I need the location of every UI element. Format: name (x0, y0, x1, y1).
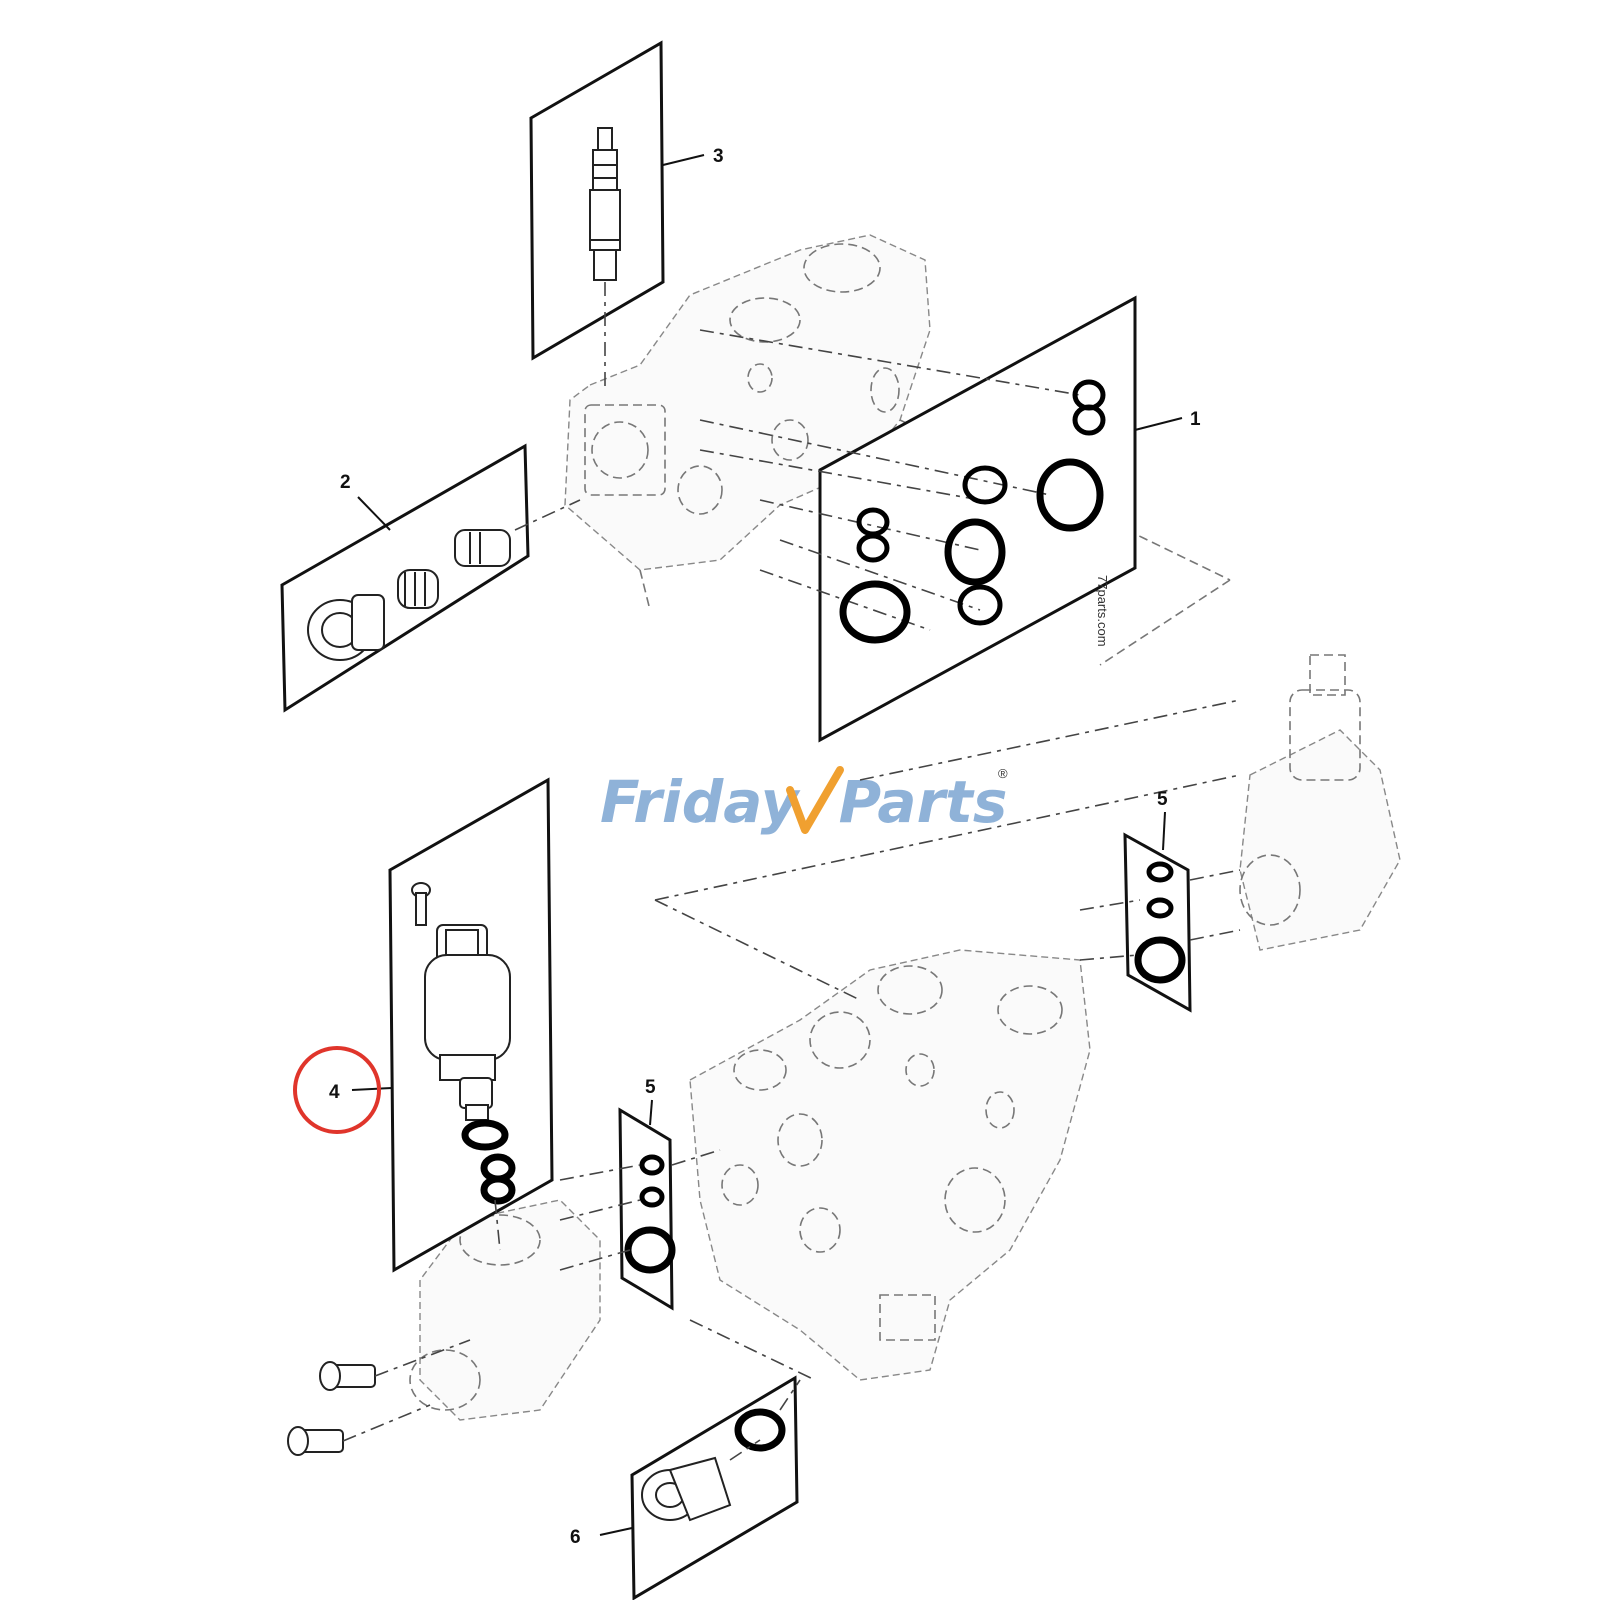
screw-icon (411, 882, 431, 926)
fridayparts-logo: Friday Parts ® (600, 766, 1008, 836)
callout-5-lower: 5 (645, 1077, 656, 1098)
part-6-plug-group (599, 1319, 816, 1600)
callout-1: 1 (1190, 409, 1201, 430)
o-ring-icon (944, 518, 1006, 586)
o-ring-icon (1134, 936, 1186, 984)
o-ring-icon (962, 465, 1008, 505)
o-ring-icon (639, 1154, 665, 1176)
callout-5-upper: 5 (1157, 789, 1168, 810)
logo-check-mark (786, 766, 844, 834)
lower-valve-body (409, 654, 1401, 1421)
bolt-icon (319, 1339, 471, 1391)
logo-word-friday: Friday (600, 768, 801, 836)
part-5-lower-seal-group (559, 1099, 721, 1311)
bolt-icon (287, 1404, 431, 1456)
o-ring-icon (1146, 897, 1174, 919)
logo-registered: ® (998, 766, 1008, 781)
solenoid-icon (424, 924, 511, 1121)
o-ring-icon (1146, 861, 1174, 883)
o-ring-icon (734, 1408, 786, 1452)
upper-valve-body (564, 234, 1231, 666)
cartridge-valve-icon (589, 127, 621, 281)
o-ring-icon (1072, 404, 1106, 436)
o-ring-icon (1036, 458, 1104, 532)
callout-3: 3 (713, 146, 724, 167)
callout-6: 6 (570, 1527, 581, 1548)
o-ring-icon (639, 1186, 665, 1208)
highlight-circle (293, 1046, 381, 1134)
o-ring-icon (856, 533, 890, 563)
o-ring-icon (461, 1119, 509, 1151)
part-4-solenoid-group (293, 777, 554, 1273)
watermark-text: 77parts.com (1095, 575, 1110, 647)
plug-cap-icon (641, 1456, 732, 1522)
part-3-cartridge-group (529, 40, 705, 390)
o-ring-icon (839, 580, 911, 644)
callout-2: 2 (340, 472, 351, 493)
plug-icon (307, 594, 385, 661)
poppet-icon (454, 529, 511, 567)
spring-icon (397, 569, 439, 609)
o-ring-icon (957, 584, 1003, 626)
callout-4: 4 (329, 1082, 340, 1103)
part-5-upper-seal-group (1079, 811, 1241, 1013)
logo-word-parts: Parts (839, 768, 1008, 836)
part-2-relief-valve-group (280, 443, 581, 713)
part-1-seal-kit-group: 77parts.com (699, 295, 1183, 743)
o-ring-icon (480, 1175, 516, 1205)
